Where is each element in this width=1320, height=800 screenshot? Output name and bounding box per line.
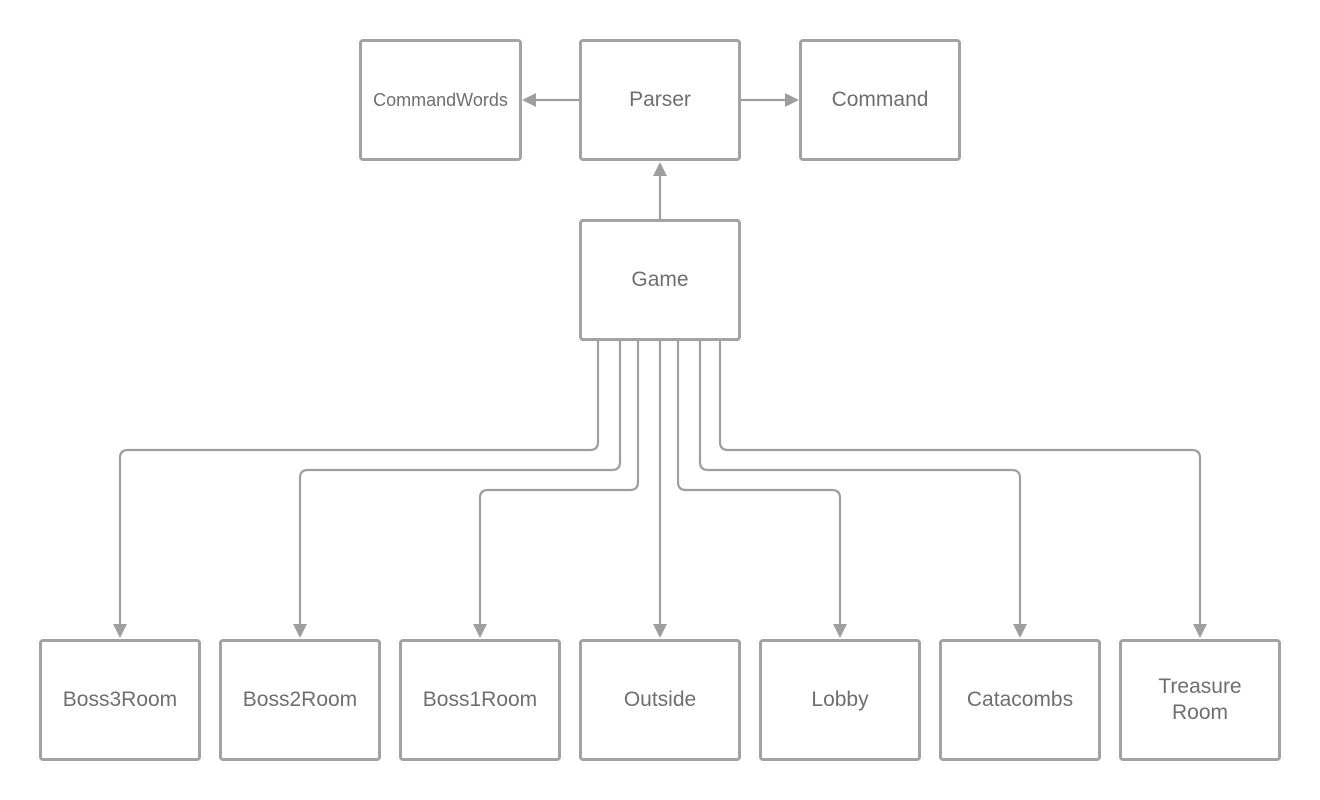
boss1room-node: Boss1Room [399,639,561,761]
edge-parser-to-command-arrowhead [785,93,799,107]
edge-game-to-boss1room [478,340,640,624]
edge-game-to-boss2room [298,340,622,624]
parser-node: Parser [579,39,741,161]
edge-game-to-treasure-room [718,340,1202,624]
edge-game-to-treasure-room-arrowhead [1193,624,1207,638]
edge-game-to-boss1room-arrowhead [473,624,487,638]
outside-node: Outside [579,639,741,761]
commandwords-node: CommandWords [359,39,522,161]
edge-game-to-catacombs-arrowhead [1013,624,1027,638]
edge-parser-to-commandwords-arrowhead [522,93,536,107]
command-node: Command [799,39,961,161]
boss2room-node: Boss2Room [219,639,381,761]
edge-game-to-boss3room-arrowhead [113,624,127,638]
treasure-room-node: Treasure Room [1119,639,1281,761]
edge-game-to-parser-arrowhead [653,162,667,176]
lobby-node: Lobby [759,639,921,761]
edge-game-to-outside-arrowhead [653,624,667,638]
boss3room-node: Boss3Room [39,639,201,761]
edge-game-to-lobby [676,340,842,624]
catacombs-node: Catacombs [939,639,1101,761]
edge-game-to-catacombs [698,340,1022,624]
edge-game-to-lobby-arrowhead [833,624,847,638]
game-node: Game [579,219,741,341]
edge-game-to-boss3room [118,340,600,624]
edge-game-to-boss2room-arrowhead [293,624,307,638]
